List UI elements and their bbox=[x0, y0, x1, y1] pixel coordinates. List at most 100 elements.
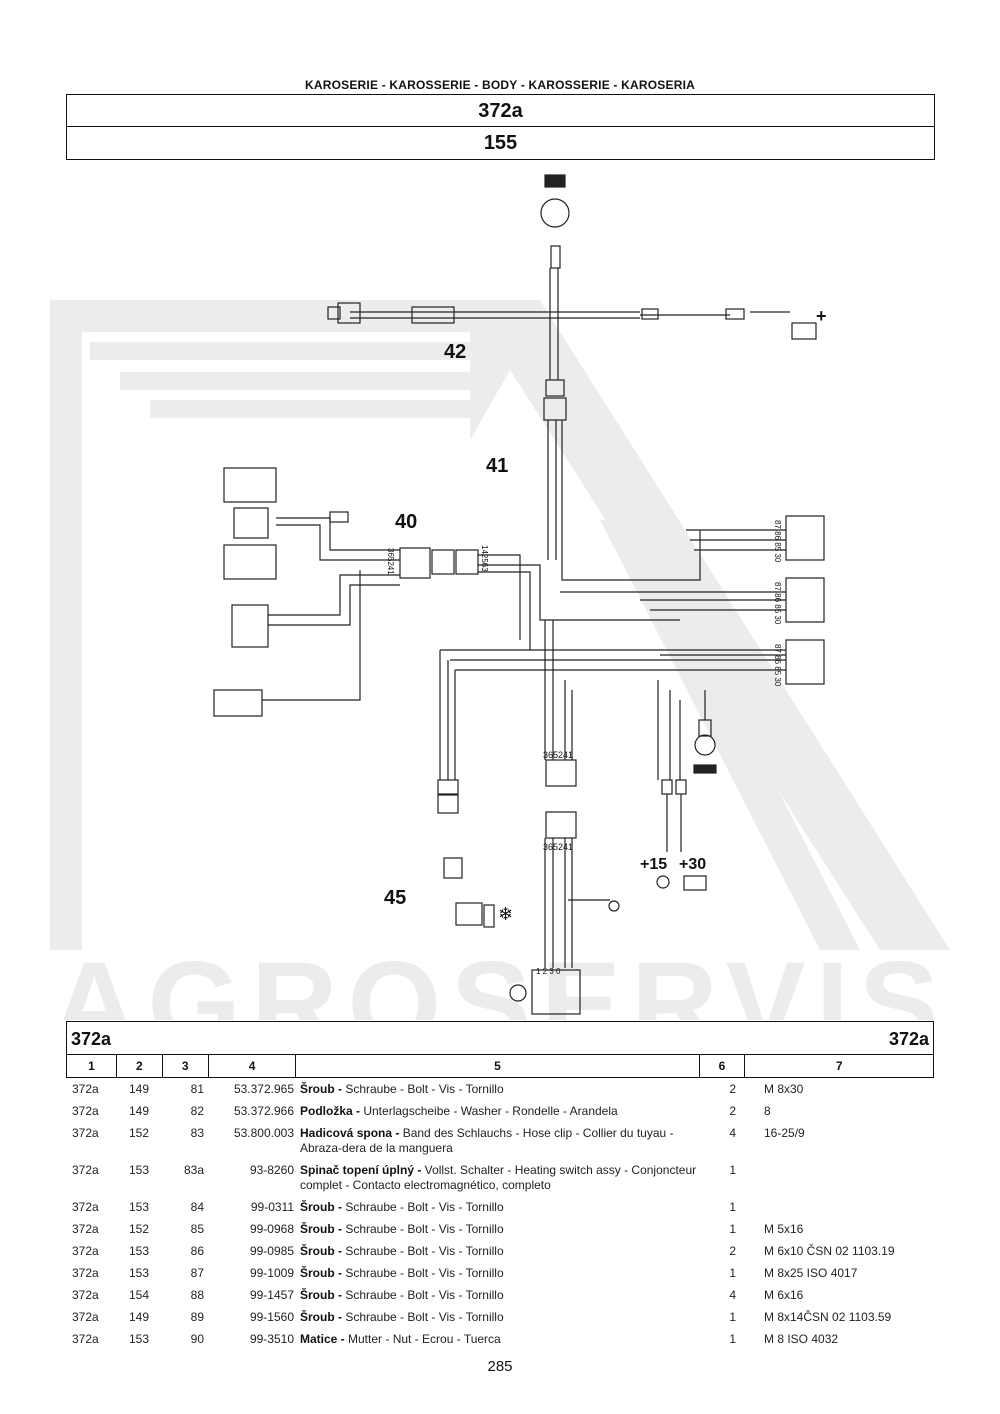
fan-motor-icon bbox=[223, 467, 277, 503]
terminal-plus30: +30 bbox=[679, 856, 706, 873]
relay-2-icon bbox=[785, 577, 825, 623]
cell-item: 89 bbox=[190, 1310, 204, 1324]
part-name: Šroub - bbox=[300, 1266, 346, 1280]
column-header: 7 bbox=[835, 1059, 843, 1073]
cell-description: Spinač topení úplný - Vollst. Schalter -… bbox=[296, 1163, 700, 1193]
part-translations: Band des Schlauchs - Hose clip - Collier… bbox=[300, 1126, 674, 1155]
watermark-logo: AGROSERVIS bbox=[50, 300, 950, 1020]
cell-quantity: 1 bbox=[729, 1222, 736, 1236]
part-name: Šroub - bbox=[300, 1310, 346, 1324]
cell-description: Šroub - Schraube - Bolt - Vis - Tornillo bbox=[296, 1082, 700, 1097]
cell-pos: 149 bbox=[128, 1082, 150, 1096]
cell-description: Šroub - Schraube - Bolt - Vis - Tornillo bbox=[296, 1200, 700, 1215]
connector-code-lower-a: 365241 bbox=[543, 750, 573, 760]
cell-pos: 149 bbox=[128, 1104, 150, 1118]
cell-item: 87 bbox=[190, 1266, 204, 1280]
part-name: Spinač topení úplný - bbox=[300, 1163, 425, 1177]
column-header: 1 bbox=[67, 1055, 117, 1077]
cell-quantity: 1 bbox=[729, 1332, 736, 1346]
cell-group: 372a bbox=[72, 1126, 99, 1140]
column-header: 5 bbox=[296, 1055, 700, 1077]
fan-icon bbox=[509, 984, 527, 1002]
cell-quantity: 1 bbox=[729, 1310, 736, 1324]
part-name: Šroub - bbox=[300, 1222, 346, 1236]
part-translations: Schraube - Bolt - Vis - Tornillo bbox=[345, 1310, 504, 1324]
relay-3-icon bbox=[785, 639, 825, 685]
cell-note: M 6x16 bbox=[764, 1288, 804, 1302]
page-reference: 155 bbox=[483, 132, 518, 154]
page-number: 285 bbox=[487, 1358, 513, 1375]
cell-note bbox=[746, 1163, 934, 1193]
table-title-left: 372a bbox=[71, 1029, 112, 1049]
part-translations: Unterlagscheibe - Washer - Rondelle - Ar… bbox=[363, 1104, 618, 1118]
part-translations: Schraube - Bolt - Vis - Tornillo bbox=[345, 1288, 504, 1302]
cell-part-number: 99-3510 bbox=[249, 1332, 294, 1346]
table-title-right: 372a bbox=[888, 1029, 929, 1049]
ground-icon bbox=[693, 764, 717, 774]
cell-group: 372a bbox=[72, 1332, 99, 1346]
battery-plus-sign: + bbox=[816, 306, 827, 326]
buzzer-icon bbox=[540, 198, 570, 228]
connector-code-right: 142563 bbox=[480, 545, 489, 572]
snowflake-icon: ❄ bbox=[498, 904, 513, 924]
cell-quantity: 2 bbox=[729, 1244, 736, 1258]
cell-group: 372a bbox=[72, 1310, 99, 1324]
harness-42-connector bbox=[411, 306, 455, 324]
cell-part-number: 99-0311 bbox=[250, 1200, 294, 1214]
cell-description: Hadicová spona - Band des Schlauchs - Ho… bbox=[296, 1126, 700, 1156]
cell-item: 81 bbox=[190, 1082, 204, 1096]
cell-quantity: 4 bbox=[729, 1288, 736, 1302]
cell-item: 83 bbox=[190, 1126, 204, 1140]
cell-description: Šroub - Schraube - Bolt - Vis - Tornillo bbox=[296, 1288, 700, 1303]
part-translations: Schraube - Bolt - Vis - Tornillo bbox=[345, 1266, 504, 1280]
part-name: Podložka - bbox=[300, 1104, 364, 1118]
cell-quantity: 1 bbox=[729, 1200, 736, 1214]
cell-description: Šroub - Schraube - Bolt - Vis - Tornillo bbox=[296, 1266, 700, 1281]
cell-group: 372a bbox=[72, 1082, 99, 1096]
watermark-text: AGROSERVIS bbox=[51, 937, 949, 1020]
title-box: 372a 155 bbox=[66, 94, 935, 160]
cell-part-number: 99-0985 bbox=[249, 1244, 294, 1258]
blower-switch-pins: 1 2 3 0 bbox=[536, 967, 561, 976]
cell-part-number: 99-1457 bbox=[249, 1288, 294, 1302]
part-translations: Schraube - Bolt - Vis - Tornillo bbox=[345, 1222, 504, 1236]
cell-description: Matice - Mutter - Nut - Ecrou - Tuerca bbox=[296, 1332, 700, 1347]
part-translations: Schraube - Bolt - Vis - Tornillo bbox=[345, 1082, 504, 1096]
cell-group: 372a bbox=[72, 1222, 99, 1236]
relay-2-pins: 87 86 85 30 bbox=[773, 582, 782, 625]
callout-41: 41 bbox=[486, 455, 508, 477]
part-name: Šroub - bbox=[300, 1288, 346, 1302]
cell-item: 86 bbox=[190, 1244, 204, 1258]
cell-pos: 153 bbox=[128, 1200, 150, 1214]
cell-pos: 153 bbox=[128, 1266, 150, 1280]
heater-relay-icon bbox=[443, 857, 463, 879]
cell-pos: 152 bbox=[128, 1126, 150, 1140]
buzzer-cap-icon bbox=[544, 174, 566, 188]
section-header: KAROSERIE - KAROSSERIE - BODY - KAROSSER… bbox=[305, 78, 695, 92]
part-name: Šroub - bbox=[300, 1244, 346, 1258]
ignition-key-icon bbox=[656, 875, 670, 889]
cell-note: 8 bbox=[764, 1104, 771, 1118]
top-connector bbox=[550, 245, 561, 269]
cell-part-number: 53.372.966 bbox=[233, 1104, 294, 1118]
part-name: Matice - bbox=[300, 1332, 349, 1346]
cell-part-number: 99-1009 bbox=[249, 1266, 294, 1280]
cell-quantity: 4 bbox=[729, 1126, 736, 1140]
harness-42-switch bbox=[337, 302, 361, 324]
cell-note: M 8 ISO 4032 bbox=[764, 1332, 839, 1346]
cell-group: 372a bbox=[72, 1244, 99, 1258]
cell-note: 16-25/9 bbox=[764, 1126, 805, 1140]
callout-42: 42 bbox=[444, 341, 466, 363]
relay-1-pins: 87 86 85 30 bbox=[773, 520, 782, 563]
battery-icon bbox=[791, 322, 817, 340]
cell-quantity: 1 bbox=[729, 1266, 736, 1280]
callout-40: 40 bbox=[395, 511, 417, 533]
part-name: Hadicová spona - bbox=[300, 1126, 403, 1140]
